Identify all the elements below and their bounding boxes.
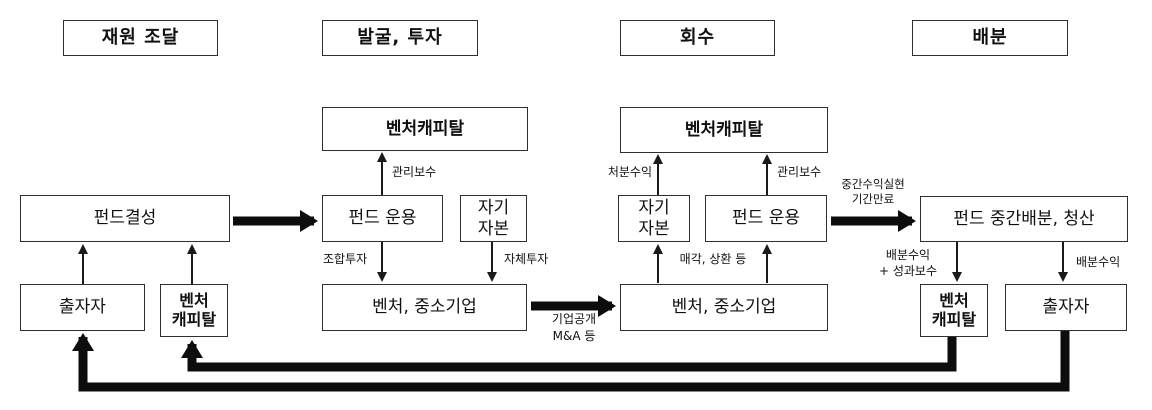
label-self-investment: 자체투자 (504, 252, 549, 266)
header-discovery-investment: 발굴, 투자 (322, 20, 478, 56)
header-recovery: 회수 (620, 20, 775, 56)
box-fund-formation: 펀드결성 (20, 195, 230, 242)
label-disposal-profit: 처분수익 (607, 165, 652, 179)
box-vc-right: 벤처 캐피탈 (920, 284, 988, 337)
header-funding: 재원 조달 (63, 20, 218, 56)
label-mgmt-fee-invest: 관리보수 (392, 165, 437, 179)
label-dist-profit: 배분수익 (1076, 255, 1121, 269)
box-vc-left: 벤처 캐피탈 (160, 284, 228, 337)
box-fund-interim-distribution: 펀드 중간배분, 청산 (920, 196, 1128, 242)
box-investor-left: 출자자 (20, 284, 145, 331)
label-dist-profit-perf-fee: 배분수익 + 성과보수 (878, 248, 938, 279)
box-fund-mgmt-invest: 펀드 운용 (322, 195, 443, 242)
box-venture-sme-invest: 벤처, 중소기업 (322, 284, 527, 331)
label-partnership-investment: 조합투자 (323, 252, 368, 266)
box-vc-top-invest: 벤처캐피탈 (322, 107, 528, 151)
label-ipo-ma: 기업공개 M&A 등 (551, 312, 597, 343)
box-venture-sme-recovery: 벤처, 중소기업 (620, 284, 828, 331)
label-interim-profit-expiry: 중간수익실현 기간만료 (841, 177, 905, 206)
box-vc-top-recovery: 벤처캐피탈 (620, 107, 828, 153)
label-sale-redemption: 매각, 상환 등 (679, 252, 747, 266)
label-mgmt-fee-recovery: 관리보수 (777, 165, 822, 179)
box-own-capital-invest: 자기 자본 (460, 195, 527, 242)
header-distribution: 배분 (912, 20, 1068, 56)
box-investor-right: 출자자 (1005, 284, 1127, 331)
box-own-capital-recovery: 자기 자본 (618, 195, 690, 242)
box-fund-mgmt-recovery: 펀드 운용 (705, 195, 827, 242)
